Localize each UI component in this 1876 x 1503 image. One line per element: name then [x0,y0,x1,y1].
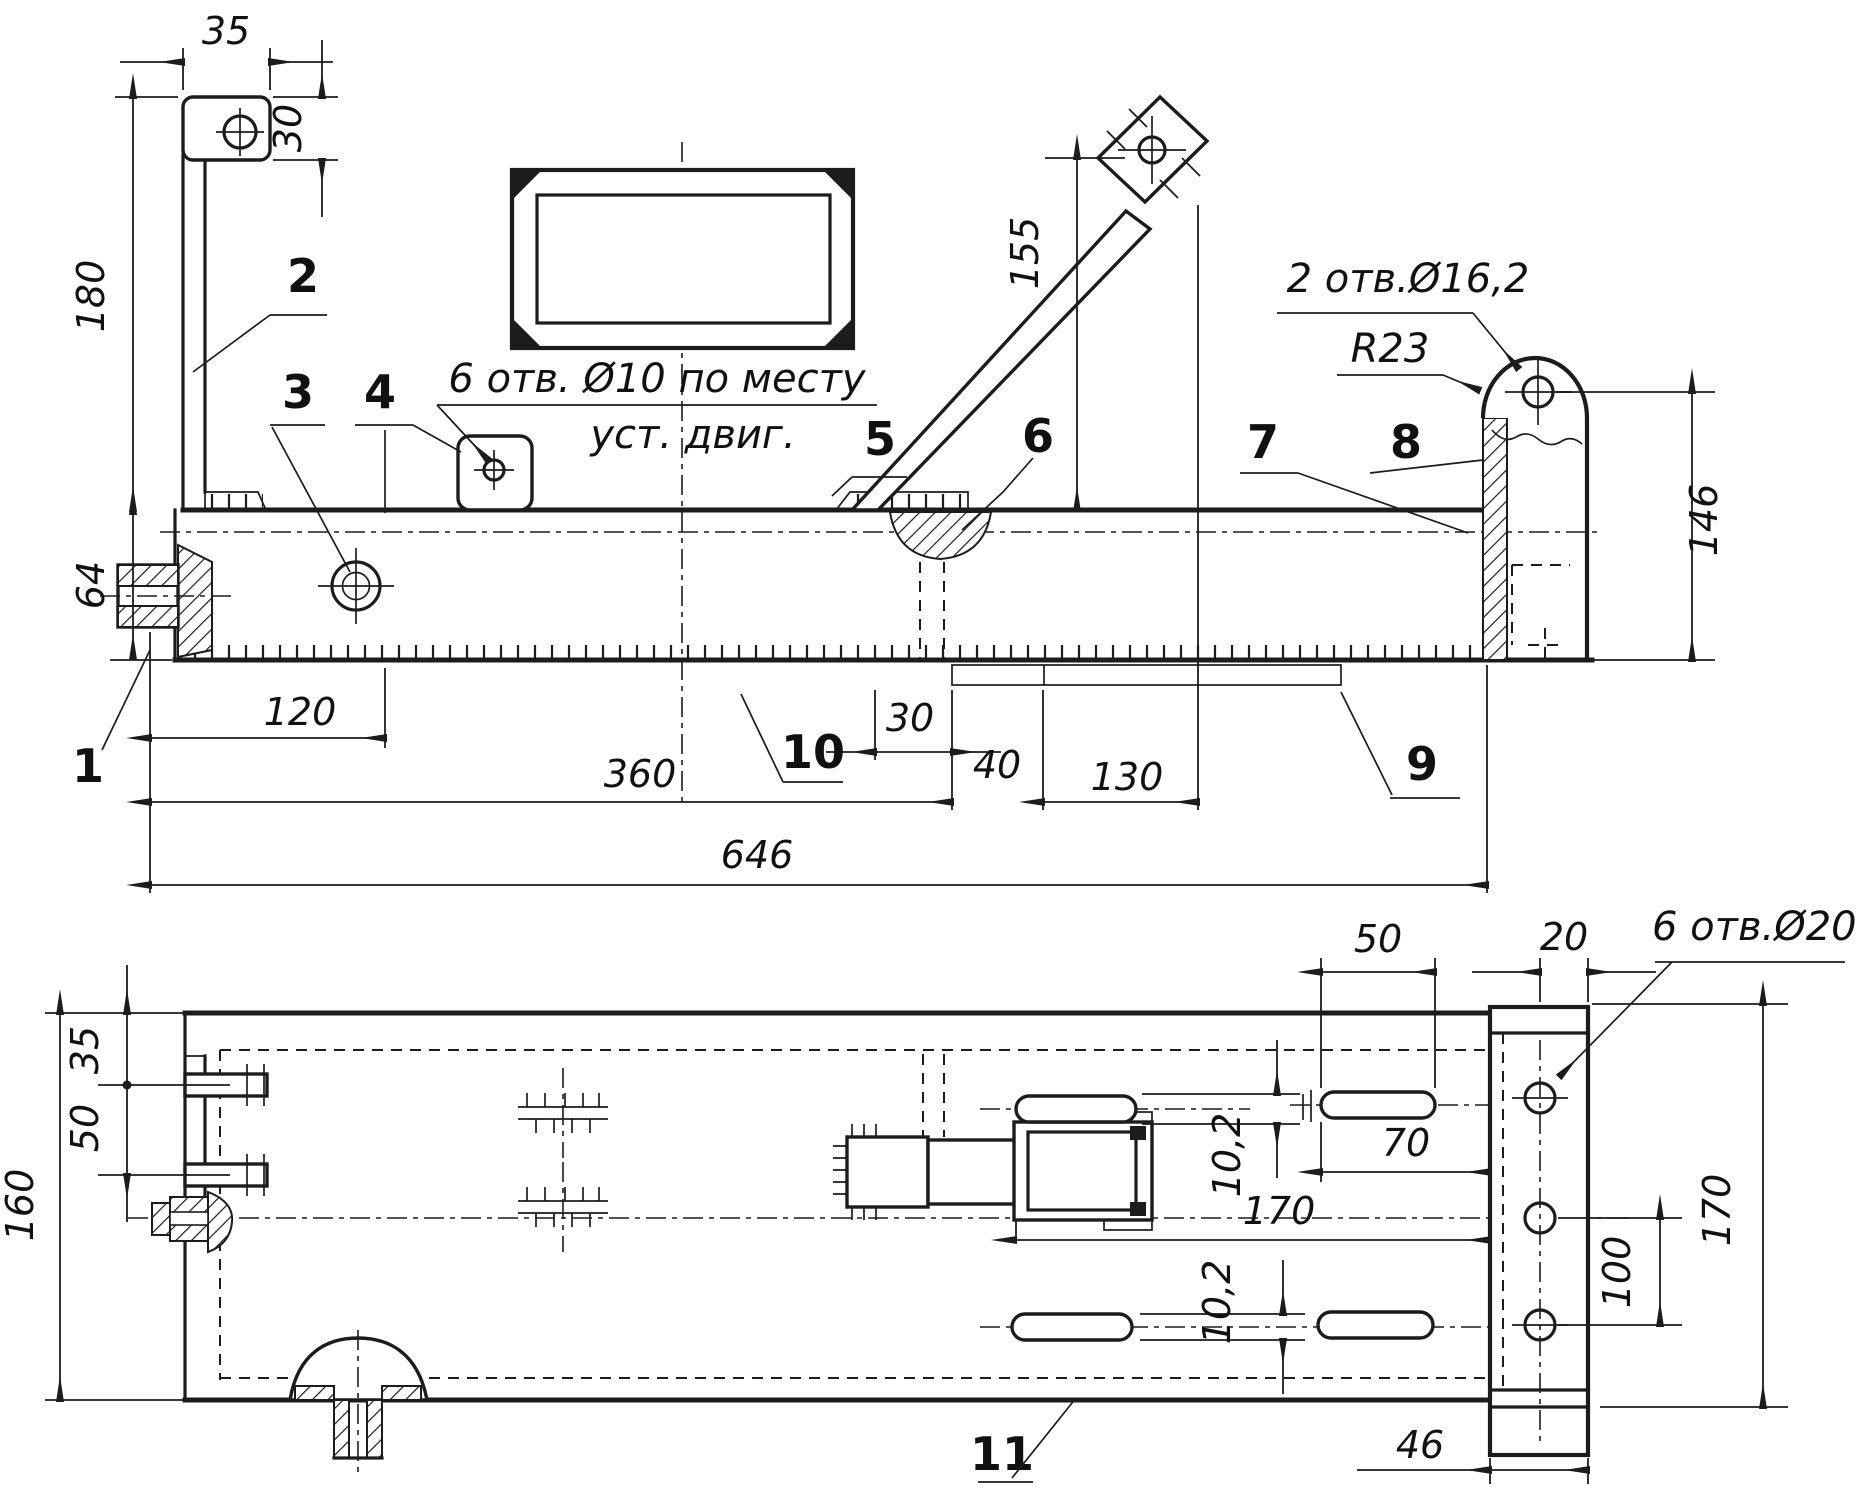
dim-20: 20 [1540,915,1588,959]
dim-146: 146 [1682,484,1726,557]
latch-weld-ticks [833,1124,877,1220]
part-label-9: 9 [1406,737,1438,791]
part-label-5: 5 [864,412,896,466]
dim-130: 130 [1091,755,1164,799]
bottom-view-part-labels: 11 [970,1397,1077,1483]
dim-155: 155 [1003,217,1047,290]
dim-64: 64 [69,561,113,609]
note-6-holes-20: 6 отв.Ø20 [1652,904,1857,950]
part-label-11: 11 [970,1427,1034,1481]
frame-rail [172,507,1595,686]
slots [980,1090,1500,1342]
inner-hidden-lines [219,1049,1488,1380]
bottom-tab-strip [951,664,1342,686]
left-post [181,95,272,512]
bushing-weld [177,543,213,659]
channel-hatched-wall [1482,417,1508,661]
dim-70: 70 [1382,1121,1430,1165]
post-foot [204,491,268,511]
dim-360: 360 [604,752,677,796]
strut-weld-blob [888,511,993,561]
top-view-notes: 6 отв. Ø10 по месту уст. двиг. 2 отв.Ø16… [436,256,1530,465]
note-R23: R23 [1351,326,1430,372]
top-view-side-elevation: 35 30 180 64 155 146 [69,9,1726,893]
dim-35b: 35 [63,1026,107,1074]
hidden-hole-cross [1528,628,1562,658]
prong-cross-ticks [246,1064,265,1196]
part-label-10: 10 [781,725,845,779]
top-view-part-labels: 1 2 3 4 5 6 7 8 9 10 [72,249,1484,799]
end-plate [1487,1004,1591,1458]
latch-housing [1012,1120,1154,1222]
dim-40: 40 [973,743,1021,787]
latch-block [845,1135,930,1209]
dim-30-slot: 30 [886,696,934,740]
slot-lower-left [1010,1312,1134,1342]
part-label-8: 8 [1390,415,1422,469]
top-view-dimensions: 35 30 180 64 155 146 [69,9,1726,893]
hidden-edge [1511,564,1570,645]
note-6-holes-line2: уст. двиг. [589,412,795,458]
bottom-view-dimensions: 160 35 50 50 20 70 10,2 [0,904,1857,1484]
dim-160: 160 [0,1169,42,1242]
dim-170-main: 170 [1243,1189,1316,1233]
cap-weld-seam [1491,429,1583,446]
latch-mechanism [833,1054,1154,1242]
part-label-3: 3 [282,365,314,419]
plate-hole-middle [1523,1201,1557,1235]
slot-upper-left [1014,1094,1138,1124]
bracket-weld-ticks [1106,108,1201,199]
dim-180: 180 [69,260,113,333]
slot-weld-ticks [1302,1090,1312,1122]
slot-lower-right [1316,1310,1435,1340]
dim-50-top: 50 [1354,917,1402,961]
part-label-6: 6 [1022,409,1054,463]
dim-35: 35 [202,9,250,53]
part-label-2: 2 [287,249,319,303]
flange-tick-hatching [185,645,1480,660]
latch-bar [926,1138,1018,1206]
dim-100: 100 [1595,1236,1639,1309]
part-label-4: 4 [364,365,396,419]
dim-120: 120 [264,690,337,734]
dim-46: 46 [1396,1423,1444,1467]
dim-102-upper: 10,2 [1205,1113,1249,1198]
part-label-7: 7 [1247,415,1279,469]
web-hole [318,548,394,624]
tube-cross-section [509,167,856,351]
dim-30-vert: 30 [266,104,310,152]
right-channel [1480,355,1590,661]
note-6-holes-line1: 6 отв. Ø10 по месту [448,356,866,402]
slot-upper-right [1319,1090,1437,1120]
strut-foot-plate [834,491,969,511]
plan-left-bushing [151,1190,234,1254]
bushing-weld-lobe [207,1190,234,1254]
dim-646: 646 [721,833,794,877]
bottom-bushing [287,1330,430,1478]
upper-bracket [1095,94,1210,205]
bottom-view-plan: 160 35 50 50 20 70 10,2 [0,904,1857,1484]
dim-50b: 50 [63,1104,107,1152]
part-label-1: 1 [72,739,104,793]
dim-170-right: 170 [1695,1174,1739,1247]
note-2-holes: 2 отв.Ø16,2 [1287,256,1530,302]
dim-102-lower: 10,2 [1195,1260,1239,1345]
